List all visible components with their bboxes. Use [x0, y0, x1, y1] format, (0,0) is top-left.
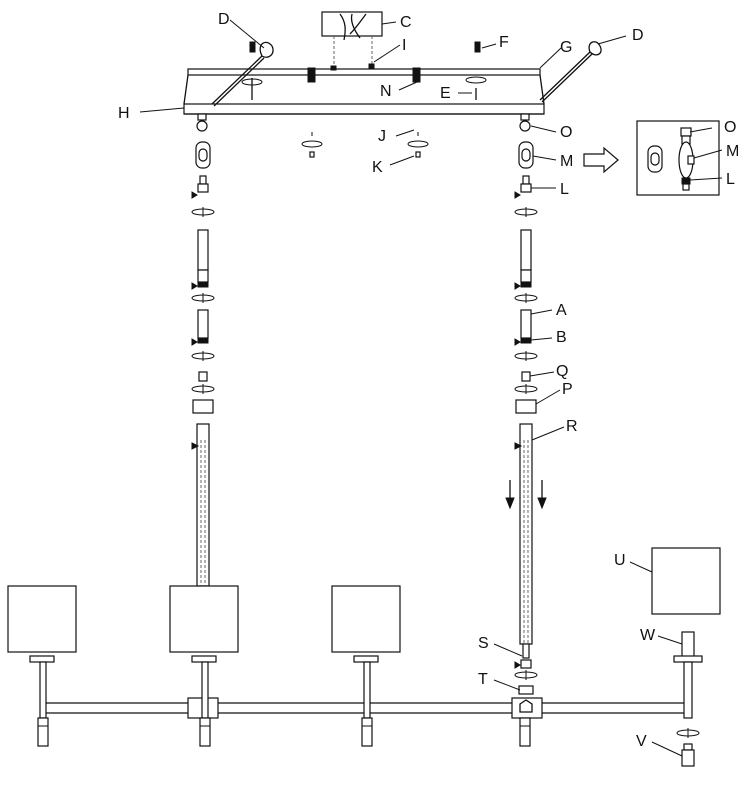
- label-I: I: [402, 37, 406, 54]
- left-hanging-stack: [191, 141, 215, 587]
- hook-D-right: [539, 41, 602, 103]
- canopy-edge-right: [539, 74, 545, 105]
- socket-W: [673, 631, 703, 738]
- label-J: J: [378, 128, 386, 145]
- eye-bolt-O-left: [196, 113, 208, 132]
- nut-J-left: [301, 132, 323, 158]
- label-F: F: [499, 34, 509, 51]
- right-hanging-stack: [505, 141, 547, 695]
- eye-bolt-O-right: [519, 113, 531, 132]
- label-D-right: D: [632, 27, 644, 44]
- label-W: W: [640, 627, 656, 644]
- nut-J-right: [407, 132, 429, 158]
- label-E: E: [440, 85, 451, 102]
- lamp-shade-2: [169, 585, 239, 747]
- label-L: L: [560, 181, 569, 198]
- label-P: P: [562, 381, 573, 398]
- label-N: N: [380, 83, 392, 100]
- label-O-detail: O: [724, 119, 736, 136]
- screw-E-left: [241, 78, 263, 100]
- label-H: H: [118, 105, 130, 122]
- link-detail-inset: [583, 120, 720, 196]
- label-B: B: [556, 329, 567, 346]
- part-labels: D C I F G D H N E J K O M L O M L A B Q …: [118, 11, 739, 750]
- label-D-left: D: [218, 11, 230, 28]
- label-K: K: [372, 159, 383, 176]
- lamp-shade-U: [651, 547, 721, 615]
- label-M: M: [560, 153, 573, 170]
- screw-F-left: [249, 41, 256, 53]
- label-R: R: [566, 418, 578, 435]
- label-U: U: [614, 552, 626, 569]
- hook-D-left: [211, 41, 274, 107]
- lamp-shade-3: [331, 585, 401, 747]
- canopy-edge-left: [183, 74, 189, 105]
- lamp-shade-1: [7, 585, 77, 747]
- label-V: V: [636, 733, 647, 750]
- label-L-detail: L: [726, 171, 735, 188]
- mounting-bracket-G: [187, 63, 541, 83]
- screw-F-right: [474, 41, 481, 53]
- label-T: T: [478, 671, 488, 688]
- label-A: A: [556, 302, 567, 319]
- label-G: G: [560, 39, 572, 56]
- finial-V: [681, 743, 695, 767]
- label-M-detail: M: [726, 143, 739, 160]
- leader-lines: [139, 19, 723, 757]
- screw-E-right: [465, 76, 487, 100]
- label-C: C: [400, 14, 412, 31]
- wire-junction-box: [321, 11, 383, 68]
- label-S: S: [478, 635, 489, 652]
- canopy-H: [183, 103, 545, 115]
- arm-stem-4: [519, 717, 531, 747]
- label-O: O: [560, 124, 572, 141]
- label-Q: Q: [556, 363, 568, 380]
